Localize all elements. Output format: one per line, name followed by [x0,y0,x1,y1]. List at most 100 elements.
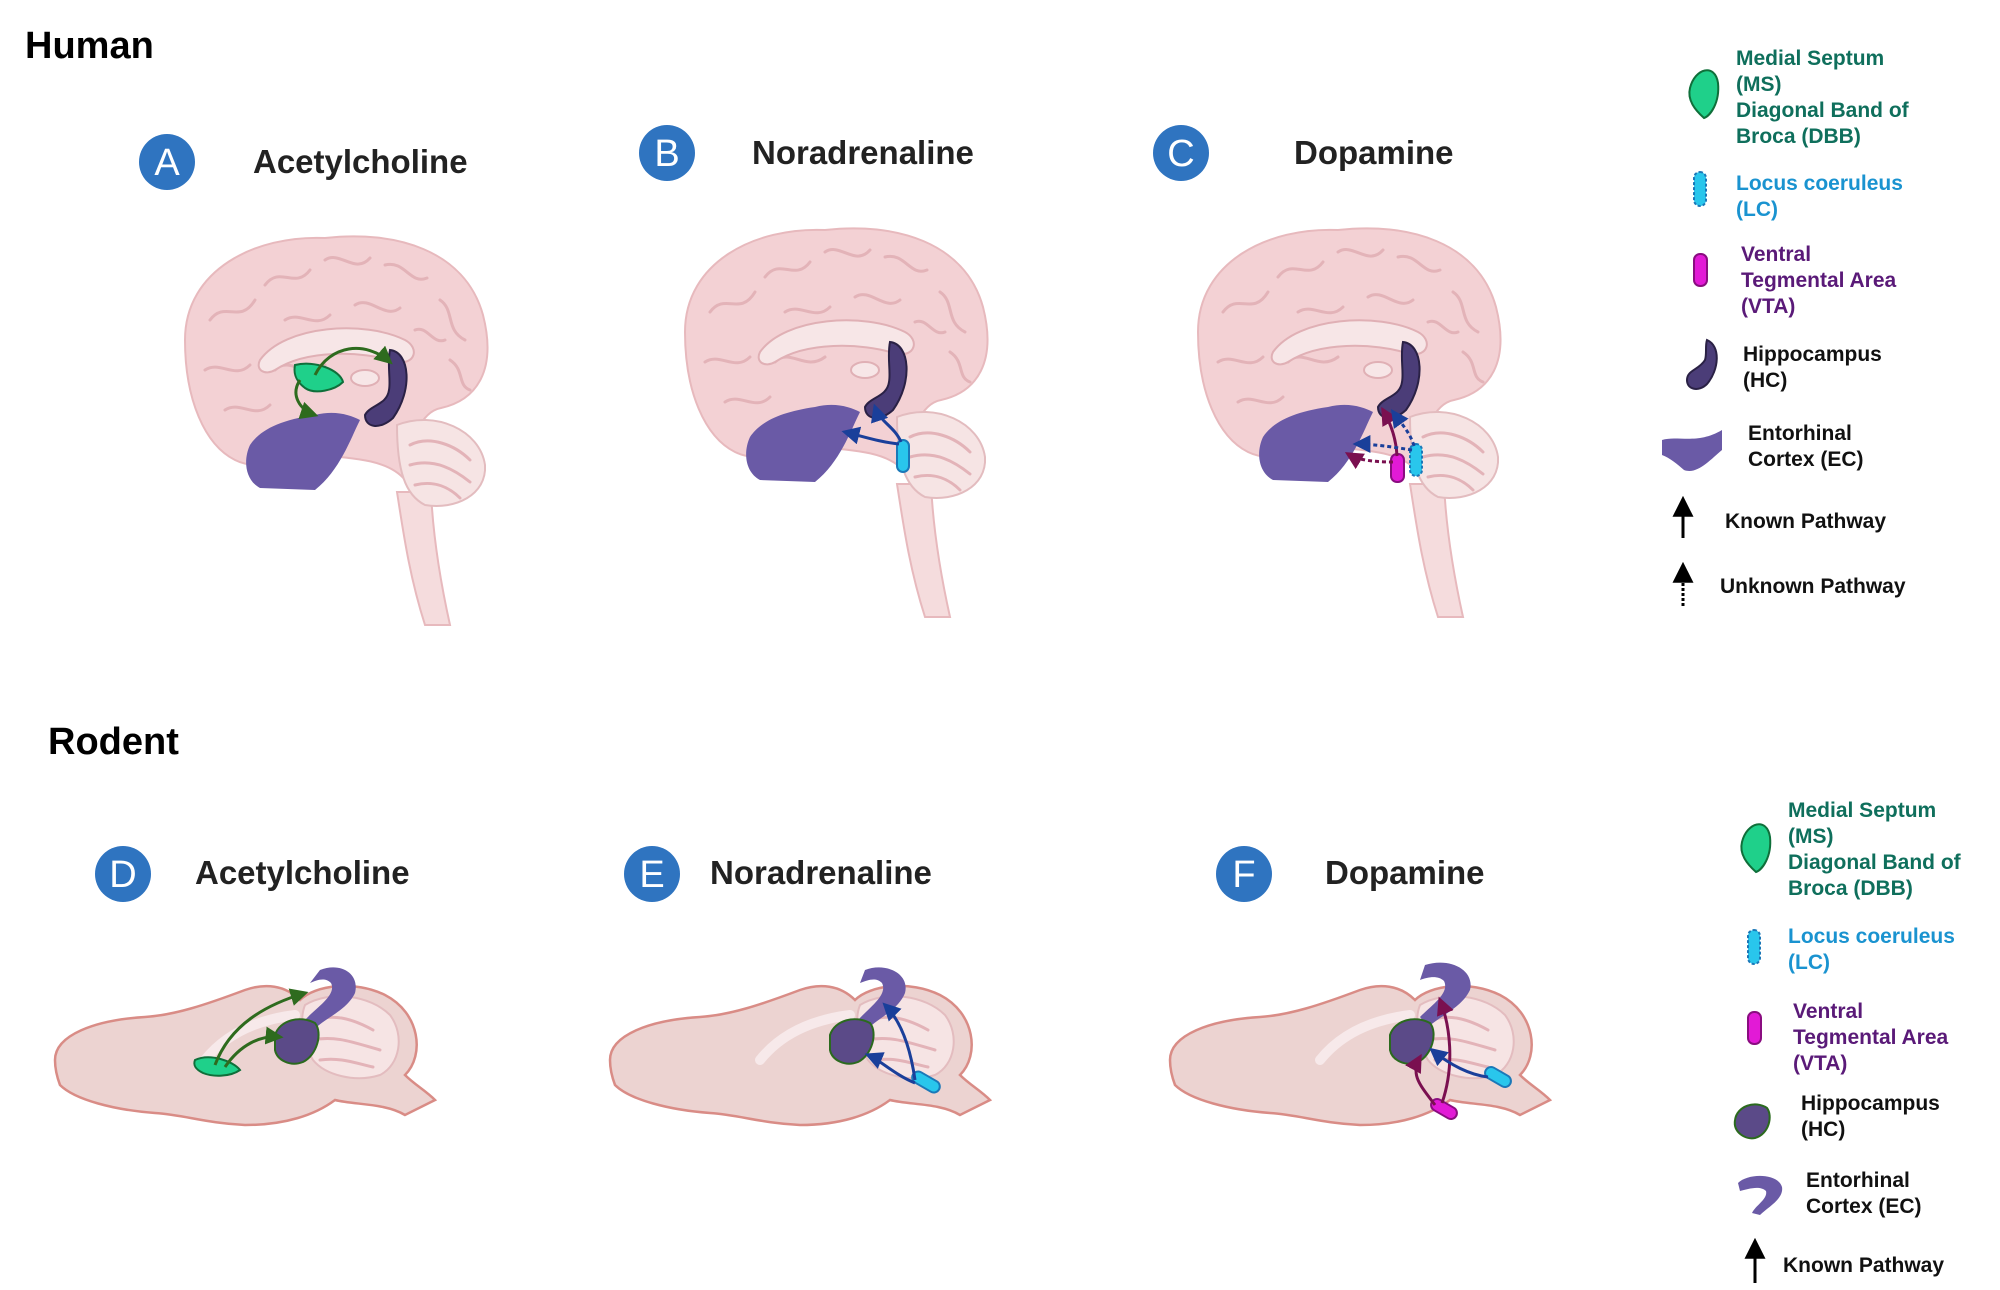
rodent-legend-ms-icon [1740,823,1772,873]
legend-vta-line1: Ventral [1741,243,1811,266]
hc-region-f [1389,1018,1435,1065]
panel-f: F Dopamine [1170,846,1550,1125]
legend-hc-line1: Hippocampus [1743,343,1882,366]
legend-lc-icon [1693,171,1707,207]
ec-region-e [858,967,906,1030]
legend-ec-line2: Cortex (EC) [1748,448,1864,471]
panel-f-title: Dopamine [1325,854,1485,891]
legend-ms-line3: Diagonal Band of [1736,99,1910,122]
panel-c-title: Dopamine [1294,134,1454,171]
badge-c-letter: C [1167,133,1194,175]
badge-e-letter: E [639,854,664,896]
panel-d-title: Acetylcholine [195,854,410,891]
rodent-legend-vta-line2: Tegmental Area [1793,1026,1949,1049]
rodent-legend-known-label: Known Pathway [1783,1254,1944,1277]
da-arrow-c4 [1352,435,1413,454]
vta-region-c [1390,453,1405,483]
panel-e: E Noradrenaline [610,846,990,1125]
rodent-brain-d [55,967,435,1125]
human-brain-c [1196,226,1502,619]
rodent-section-title: Rodent [48,721,179,763]
legend-vta-line2: Tegmental Area [1741,269,1897,292]
badge-d-letter: D [109,854,136,896]
human-legend: Medial Septum (MS) Diagonal Band of Broc… [1662,47,1910,606]
legend-ms-line4: Broca (DBB) [1736,125,1861,148]
badge-b-letter: B [654,133,679,175]
legend-ms-line1: Medial Septum [1736,47,1884,70]
badge-d [95,846,151,902]
na-arrow-b2 [841,426,900,446]
rodent-legend-vta-icon [1747,1011,1762,1045]
ec-region-c [1259,404,1373,482]
badge-f [1216,846,1272,902]
legend-lc-line1: Locus coeruleus [1736,172,1903,195]
rodent-legend-hc-line2: (HC) [1801,1118,1845,1141]
panel-c: C Dopamine [1153,125,1502,619]
da-arrow-c1 [1381,406,1399,457]
da-arrow-f1 [1405,1053,1437,1106]
ach-arrow-d2 [223,1026,284,1068]
panel-d: D Acetylcholine [55,846,435,1125]
na-arrow-e2 [864,1052,916,1085]
rodent-legend-lc-line1: Locus coeruleus [1788,925,1955,948]
ms-region-a [293,362,345,393]
panel-e-title: Noradrenaline [710,854,932,891]
lc-region-f [1484,1066,1512,1088]
legend-lc-line2: (LC) [1736,198,1778,221]
da-arrow-f2 [1436,996,1454,1104]
legend-hc-icon [1686,339,1718,390]
hc-region-c [1376,340,1421,419]
panel-b: B Noradrenaline [639,125,989,619]
panel-b-title: Noradrenaline [752,134,974,171]
badge-f-letter: F [1232,854,1255,896]
legend-ms-line2: (MS) [1736,73,1782,96]
badge-c [1153,125,1209,181]
legend-hc-line2: (HC) [1743,369,1787,392]
ach-arrow-a1 [313,345,393,376]
rodent-legend-ms-line4: Broca (DBB) [1788,877,1913,900]
na-arrow-b1 [871,403,903,443]
legend-ec-icon [1662,430,1722,471]
legend-vta-icon [1693,253,1708,287]
hc-region-a [363,348,408,427]
ec-region-d [305,967,356,1030]
rodent-legend-vta-line1: Ventral [1793,1000,1863,1023]
rodent-legend: Medial Septum (MS) Diagonal Band of Broc… [1733,799,1962,1283]
rodent-legend-ec-line2: Cortex (EC) [1806,1195,1922,1218]
rodent-legend-hc-line1: Hippocampus [1801,1092,1940,1115]
hc-region-b [863,340,908,419]
lc-region-c [1409,443,1423,477]
legend-ms-icon [1688,69,1720,119]
ach-arrow-d1 [213,988,309,1066]
human-brain-b [683,226,989,619]
legend-unknown-label: Unknown Pathway [1720,575,1906,598]
human-brain-a [183,234,489,627]
rodent-legend-ms-line1: Medial Septum [1788,799,1936,822]
ec-region-b [746,404,860,482]
legend-known-label: Known Pathway [1725,510,1886,533]
ach-arrow-a2 [294,379,319,419]
legend-vta-line3: (VTA) [1741,295,1795,318]
da-arrow-c3 [1390,409,1416,447]
panel-a: A Acetylcholine [139,134,489,627]
rodent-legend-vta-line3: (VTA) [1793,1052,1847,1075]
hc-region-d [274,1018,320,1065]
rodent-legend-ms-line2: (MS) [1788,825,1834,848]
ec-region-f [1420,962,1471,1027]
rodent-legend-lc-line2: (LC) [1788,951,1830,974]
rodent-legend-ms-line3: Diagonal Band of [1788,851,1962,874]
badge-e [624,846,680,902]
badge-a-letter: A [154,142,180,184]
da-arrow-f3 [1429,1047,1489,1079]
hc-region-e [829,1018,875,1065]
badge-a [139,134,195,190]
rodent-legend-lc-icon [1747,929,1761,965]
na-arrow-e1 [882,1002,917,1081]
badge-b [639,125,695,181]
rodent-brain-f [1170,962,1550,1125]
ec-region-a [246,412,360,490]
da-arrow-c2 [1344,452,1394,470]
rodent-brain-e [610,967,990,1125]
lc-region-b [896,439,910,473]
